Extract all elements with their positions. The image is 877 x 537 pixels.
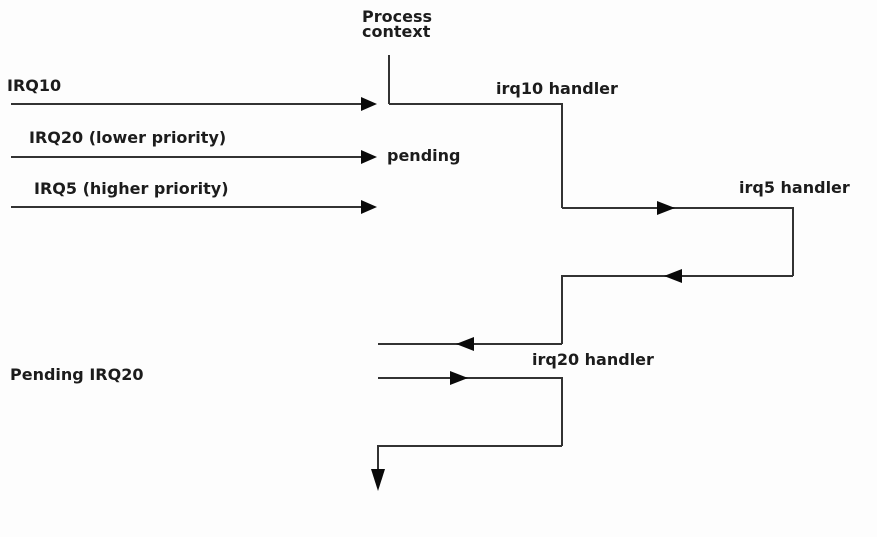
irq20-signal-arrowhead — [361, 150, 377, 164]
irq5-signal-label: IRQ5 (higher priority) — [34, 179, 229, 198]
resume-process-down-arrowhead — [371, 469, 385, 491]
irq5-handler-entry-step — [562, 207, 794, 276]
irq10-handler-label: irq10 handler — [496, 79, 618, 98]
irq20-entry-arrowhead — [450, 371, 468, 385]
irq20-handler-label: irq20 handler — [532, 350, 654, 369]
irq5-entry-arrowhead — [657, 201, 675, 215]
pending-state-label: pending — [387, 146, 461, 165]
irq5-handler-return-step — [561, 275, 793, 344]
process-context-label: Process context — [362, 7, 432, 41]
irq10-return-arrowhead — [456, 337, 474, 351]
irq20-signal-label: IRQ20 (lower priority) — [29, 128, 227, 147]
irq5-handler-label: irq5 handler — [739, 178, 850, 197]
pending-irq20-label: Pending IRQ20 — [10, 365, 144, 384]
irq10-handler-step — [389, 103, 563, 208]
irq10-signal-arrowhead — [361, 97, 377, 111]
irq5-return-arrowhead — [664, 269, 682, 283]
irq5-signal-arrowhead — [361, 200, 377, 214]
irq20-handler-return-step — [377, 445, 562, 471]
irq20-handler-entry-step — [378, 377, 563, 446]
irq10-signal-label: IRQ10 — [7, 76, 62, 95]
